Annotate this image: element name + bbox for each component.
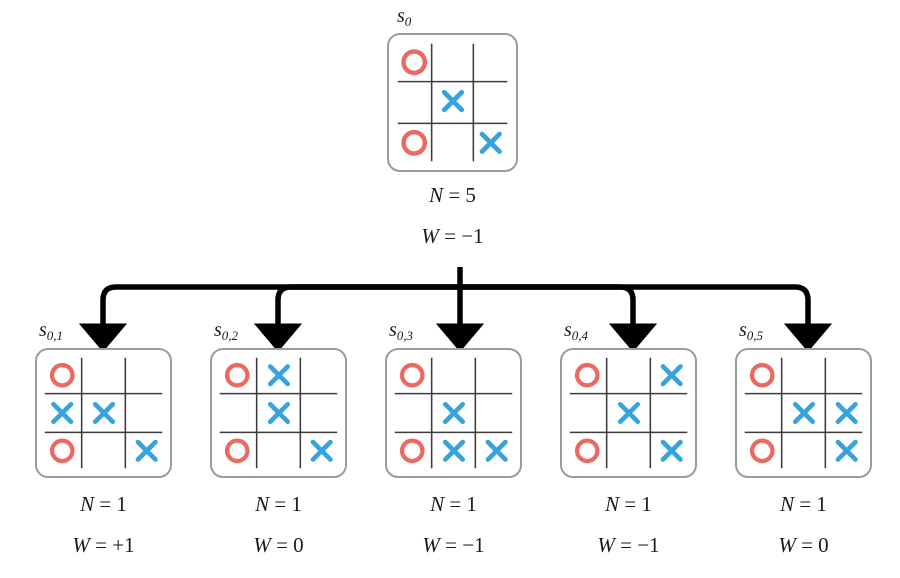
node-child-2[interactable]: s0,2 [210, 320, 347, 556]
node-stats-child-5: N = 1 W = 0 [713, 494, 894, 556]
board-marks-child-3 [399, 362, 508, 464]
node-stats-child-4: N = 1 W = −1 [538, 494, 719, 556]
node-root[interactable]: s0 [387, 6, 518, 247]
stat-total-value-child-1: W = +1 [72, 533, 135, 557]
board-child-5[interactable] [735, 348, 872, 478]
stat-total-value-child-5: W = 0 [778, 533, 829, 557]
stat-total-value-child-4: W = −1 [597, 533, 660, 557]
stat-visit-count-child-1: N = 1 [80, 492, 127, 516]
stat-visit-count-child-4: N = 1 [605, 492, 652, 516]
board-grid-child-2 [219, 357, 338, 469]
node-child-5[interactable]: s0,5 [735, 320, 872, 556]
board-marks-root [401, 49, 502, 156]
board-root[interactable] [387, 33, 518, 172]
stat-visit-count-child-3: N = 1 [430, 492, 477, 516]
board-marks-child-2 [224, 362, 333, 464]
board-grid-child-1 [44, 357, 163, 469]
node-label-root: s0 [397, 5, 412, 29]
stat-visit-count-root: N = 5 [429, 183, 476, 207]
board-child-1[interactable] [35, 348, 172, 478]
stat-visit-count-child-5: N = 1 [780, 492, 827, 516]
node-label-child-3: s0,3 [389, 319, 414, 343]
node-stats-root: N = 5 W = −1 [362, 185, 543, 247]
board-marks-child-4 [574, 362, 683, 464]
board-grid-child-3 [394, 357, 513, 469]
node-stats-child-1: N = 1 W = +1 [13, 494, 194, 556]
node-stats-child-2: N = 1 W = 0 [188, 494, 369, 556]
board-grid-child-4 [569, 357, 688, 469]
board-child-2[interactable] [210, 348, 347, 478]
node-label-child-4: s0,4 [564, 319, 589, 343]
node-label-child-1: s0,1 [39, 319, 64, 343]
board-marks-child-5 [749, 362, 858, 464]
stat-total-value-child-2: W = 0 [253, 533, 304, 557]
edge-to-child-2 [253, 284, 460, 352]
edge-to-child-4 [460, 284, 658, 352]
board-grid-root [397, 43, 508, 162]
stat-total-value-child-3: W = −1 [422, 533, 485, 557]
node-child-1[interactable]: s0,1 [35, 320, 172, 556]
node-child-4[interactable]: s0,4 [560, 320, 697, 556]
node-child-3[interactable]: s0,3 [385, 320, 522, 556]
stat-visit-count-child-2: N = 1 [255, 492, 302, 516]
node-stats-child-3: N = 1 W = −1 [363, 494, 544, 556]
board-child-3[interactable] [385, 348, 522, 478]
board-child-4[interactable] [560, 348, 697, 478]
node-label-child-5: s0,5 [739, 319, 764, 343]
stat-total-value-root: W = −1 [421, 224, 484, 248]
node-label-child-2: s0,2 [214, 319, 239, 343]
board-marks-child-1 [49, 362, 158, 464]
board-grid-child-5 [744, 357, 863, 469]
